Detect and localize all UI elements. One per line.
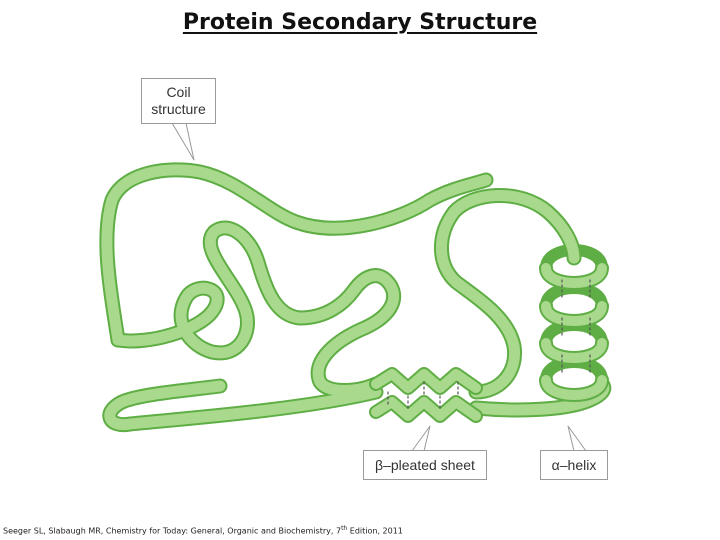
callout-pointers [171,122,587,452]
coil-backbone-fill [101,164,610,431]
citation: Seeger SL, Slabaugh MR, Chemistry for To… [3,525,403,536]
helix-front-strands [539,261,609,402]
beta-sheet-callout: β–pleated sheet [363,450,487,480]
beta-sheet-label: β–pleated sheet [375,457,475,473]
coil-label-line1: Coil [166,84,191,100]
beta-hydrogen-bonds [387,381,459,409]
page-title: Protein Secondary Structure [182,10,538,35]
citation-text: Seeger SL, Slabaugh MR, Chemistry for To… [3,526,342,536]
alpha-helix-label: α–helix [551,457,597,473]
coil-structure-callout: Coil structure [141,78,216,124]
alpha-helix-callout: α–helix [540,450,608,480]
citation-superscript: th [341,525,348,532]
coil-label-line2: structure [151,101,206,117]
helix-hydrogen-bonds [561,279,591,375]
citation-text-end: Edition, 2011 [347,526,403,536]
beta-sheet-strands [369,367,483,423]
